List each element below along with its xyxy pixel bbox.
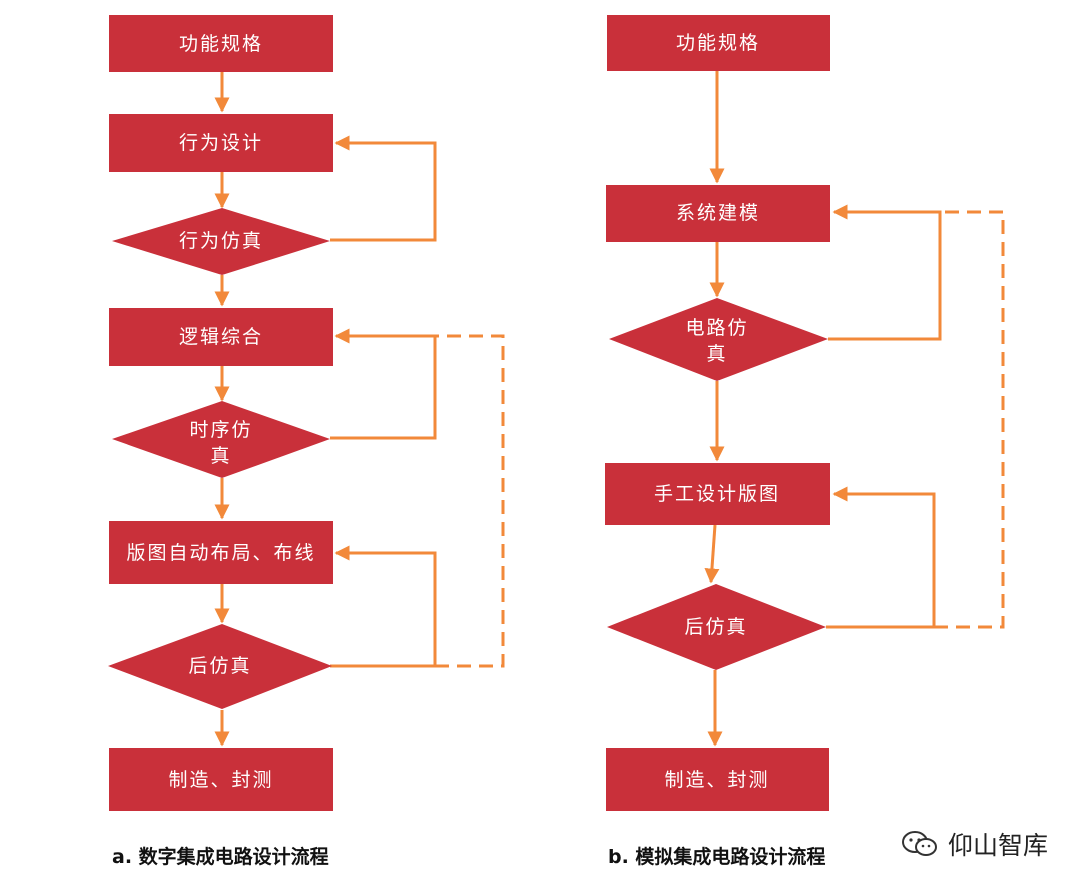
a-node-logic-synthesis-label: 逻辑综合: [179, 326, 263, 348]
a-node-post-sim-label: 后仿真: [188, 655, 251, 677]
loop-a-tsim-to-logic: [330, 328, 437, 440]
loop-a-psim-to-logic-dashed: [435, 334, 505, 668]
flow-a: 功能规格 行为设计 行为仿真 逻辑综合 时序仿 真 版图自动布局、布线 后仿真 …: [108, 15, 505, 811]
a-node-auto-layout-label: 版图自动布局、布线: [126, 542, 315, 564]
loop-b-psim-to-model-dashed: [934, 210, 1005, 629]
caption-flow-b: b. 模拟集成电路设计流程: [608, 846, 826, 868]
a-node-fab-test-label: 制造、封测: [168, 769, 273, 791]
b-node-post-sim-label: 后仿真: [684, 616, 747, 638]
wechat-icon: [902, 831, 937, 856]
b-node-system-modeling: [606, 185, 830, 242]
a-node-behavior-design: [109, 114, 333, 172]
a-node-spec-label: 功能规格: [179, 33, 263, 55]
b-node-spec: [607, 15, 830, 71]
b-node-manual-layout: [605, 463, 830, 525]
a-node-timing-sim: [112, 401, 330, 478]
a-node-auto-layout: [109, 521, 333, 584]
loop-b-psim-to-layout: [826, 486, 936, 629]
a-node-post-sim: [108, 624, 332, 709]
loop-a-bsim-to-design: [330, 135, 437, 242]
a-node-timing-sim-label-1: 时序仿: [189, 419, 252, 441]
b-node-circuit-sim: [609, 298, 828, 381]
watermark-text: 仰山智库: [948, 831, 1049, 860]
a-node-behavior-sim-label: 行为仿真: [179, 230, 263, 252]
a-node-behavior-design-label: 行为设计: [179, 132, 263, 154]
b-node-circuit-sim-label-1: 电路仿: [685, 317, 748, 339]
a-node-logic-synthesis: [109, 308, 333, 366]
a-node-timing-sim-label-2: 真: [210, 445, 231, 467]
b-node-fab-test-label: 制造、封测: [664, 769, 769, 791]
arrow-b-layout-to-psim: [704, 524, 720, 584]
b-node-post-sim: [607, 584, 826, 670]
b-node-manual-layout-label: 手工设计版图: [654, 483, 780, 505]
a-node-behavior-sim: [112, 208, 330, 275]
b-node-circuit-sim-label-2: 真: [706, 343, 727, 365]
a-node-fab-test: [109, 748, 333, 811]
flow-b: 功能规格 系统建模 电路仿 真 手工设计版图 后仿真 制造、封测: [605, 15, 1005, 811]
b-node-system-modeling-label: 系统建模: [676, 202, 760, 224]
b-node-spec-label: 功能规格: [676, 32, 760, 54]
a-node-spec: [109, 15, 333, 72]
loop-a-psim-to-layout: [330, 545, 437, 668]
loop-b-csim-to-model: [828, 204, 942, 341]
caption-flow-a: a. 数字集成电路设计流程: [112, 846, 329, 868]
watermark: 仰山智库: [900, 826, 1048, 862]
b-node-fab-test: [606, 748, 829, 811]
